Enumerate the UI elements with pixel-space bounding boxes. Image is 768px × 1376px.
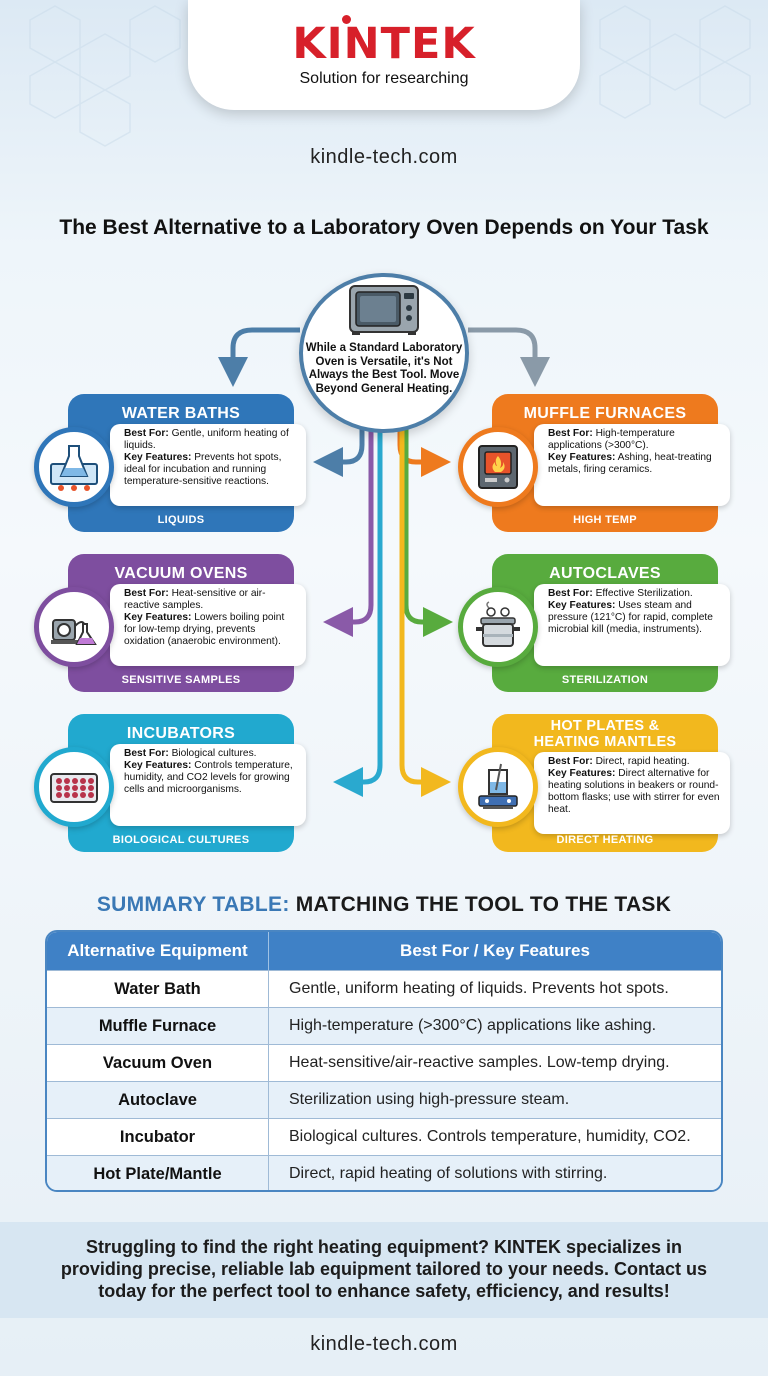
- table-cell-features: Biological cultures. Controls temperatur…: [289, 1128, 691, 1145]
- table-header: Alternative Equipment Best For / Key Fea…: [47, 932, 721, 970]
- card-category-label: STERILIZATION: [561, 674, 649, 686]
- card-autoclaves: AUTOCLAVES Best For: Effective Steriliza…: [458, 554, 730, 692]
- table-cell-equipment: Vacuum Oven: [47, 1045, 269, 1081]
- card-body: Best For: Effective Sterilization. Key F…: [534, 584, 730, 666]
- call-to-action: Struggling to find the right heating equ…: [0, 1222, 768, 1318]
- table-cell-equipment: Water Bath: [47, 971, 269, 1007]
- card-title: WATER BATHS: [121, 405, 241, 422]
- site-url-top[interactable]: kindle-tech.com: [310, 146, 458, 168]
- table-header-equipment: Alternative Equipment: [47, 932, 269, 970]
- oven-icon: [349, 285, 419, 335]
- card-muffle-furnaces: MUFFLE FURNACES Best For: High-temperatu…: [458, 394, 730, 532]
- card-title: VACUUM OVENS: [114, 565, 248, 582]
- table-cell-equipment: Hot Plate/Mantle: [47, 1156, 269, 1190]
- card-hot-plates: HOT PLATES & HEATING MANTLES Best For: D…: [458, 714, 730, 852]
- card-category-label: BIOLOGICAL CULTURES: [112, 834, 250, 846]
- card-title: MUFFLE FURNACES: [523, 405, 687, 422]
- card-body: Best For: Biological cultures. Key Featu…: [110, 744, 306, 826]
- card-category-label: HIGH TEMP: [573, 514, 637, 526]
- card-body: Best For: Gentle, uniform heating of liq…: [110, 424, 306, 506]
- table-header-features: Best For / Key Features: [400, 941, 590, 960]
- table-cell-features: Heat-sensitive/air-reactive samples. Low…: [289, 1054, 670, 1071]
- well-plate-icon: [34, 747, 114, 827]
- table-row: Muffle Furnace High-temperature (>300°C)…: [47, 1007, 721, 1044]
- card-body: Best For: High-temperature applications …: [534, 424, 730, 506]
- site-url-bottom[interactable]: kindle-tech.com: [310, 1333, 458, 1355]
- card-title: INCUBATORS: [126, 725, 236, 742]
- card-incubators: INCUBATORS Best For: Biological cultures…: [34, 714, 306, 852]
- summary-table: Alternative Equipment Best For / Key Fea…: [45, 930, 723, 1192]
- table-cell-features: Gentle, uniform heating of liquids. Prev…: [289, 980, 669, 997]
- card-category-label: DIRECT HEATING: [556, 834, 654, 846]
- card-vacuum-ovens: VACUUM OVENS Best For: Heat-sensitive or…: [34, 554, 306, 692]
- furnace-icon: [458, 427, 538, 507]
- table-row: Water Bath Gentle, uniform heating of li…: [47, 970, 721, 1007]
- logo-header: KINTEK Solution for researching: [188, 0, 580, 110]
- autoclave-icon: [458, 587, 538, 667]
- page-title: The Best Alternative to a Laboratory Ove…: [59, 216, 709, 239]
- summary-title: SUMMARY TABLE: MATCHING THE TOOL TO THE …: [96, 893, 672, 916]
- table-cell-equipment: Muffle Furnace: [47, 1008, 269, 1044]
- card-category-label: LIQUIDS: [157, 514, 205, 526]
- table-cell-features: Direct, rapid heating of solutions with …: [289, 1165, 608, 1182]
- vacuum-pump-icon: [34, 587, 114, 667]
- table-row: Hot Plate/Mantle Direct, rapid heating o…: [47, 1155, 721, 1190]
- center-hub-text: While a Standard Laboratory Oven is Vers…: [305, 342, 463, 395]
- table-row: Vacuum Oven Heat-sensitive/air-reactive …: [47, 1044, 721, 1081]
- table-row: Autoclave Sterilization using high-press…: [47, 1081, 721, 1118]
- water-bath-icon: [34, 427, 114, 507]
- center-hub: [299, 273, 469, 433]
- table-cell-features: Sterilization using high-pressure steam.: [289, 1091, 570, 1108]
- card-category-label: SENSITIVE SAMPLES: [121, 674, 241, 686]
- hot-plate-icon: [458, 747, 538, 827]
- card-title: HOT PLATES & HEATING MANTLES: [533, 718, 677, 750]
- table-cell-features: High-temperature (>300°C) applications l…: [289, 1017, 657, 1034]
- table-cell-equipment: Incubator: [47, 1119, 269, 1155]
- card-body: Best For: Direct, rapid heating. Key Fea…: [534, 752, 730, 834]
- kintek-logo[interactable]: KINTEK: [292, 15, 475, 68]
- table-row: Incubator Biological cultures. Controls …: [47, 1118, 721, 1155]
- card-title: AUTOCLAVES: [549, 565, 661, 582]
- logo-tagline: Solution for researching: [299, 70, 469, 87]
- card-water-baths: WATER BATHS Best For: Gentle, uniform he…: [34, 394, 306, 532]
- table-cell-equipment: Autoclave: [47, 1082, 269, 1118]
- card-body: Best For: Heat-sensitive or air-reactive…: [110, 584, 306, 666]
